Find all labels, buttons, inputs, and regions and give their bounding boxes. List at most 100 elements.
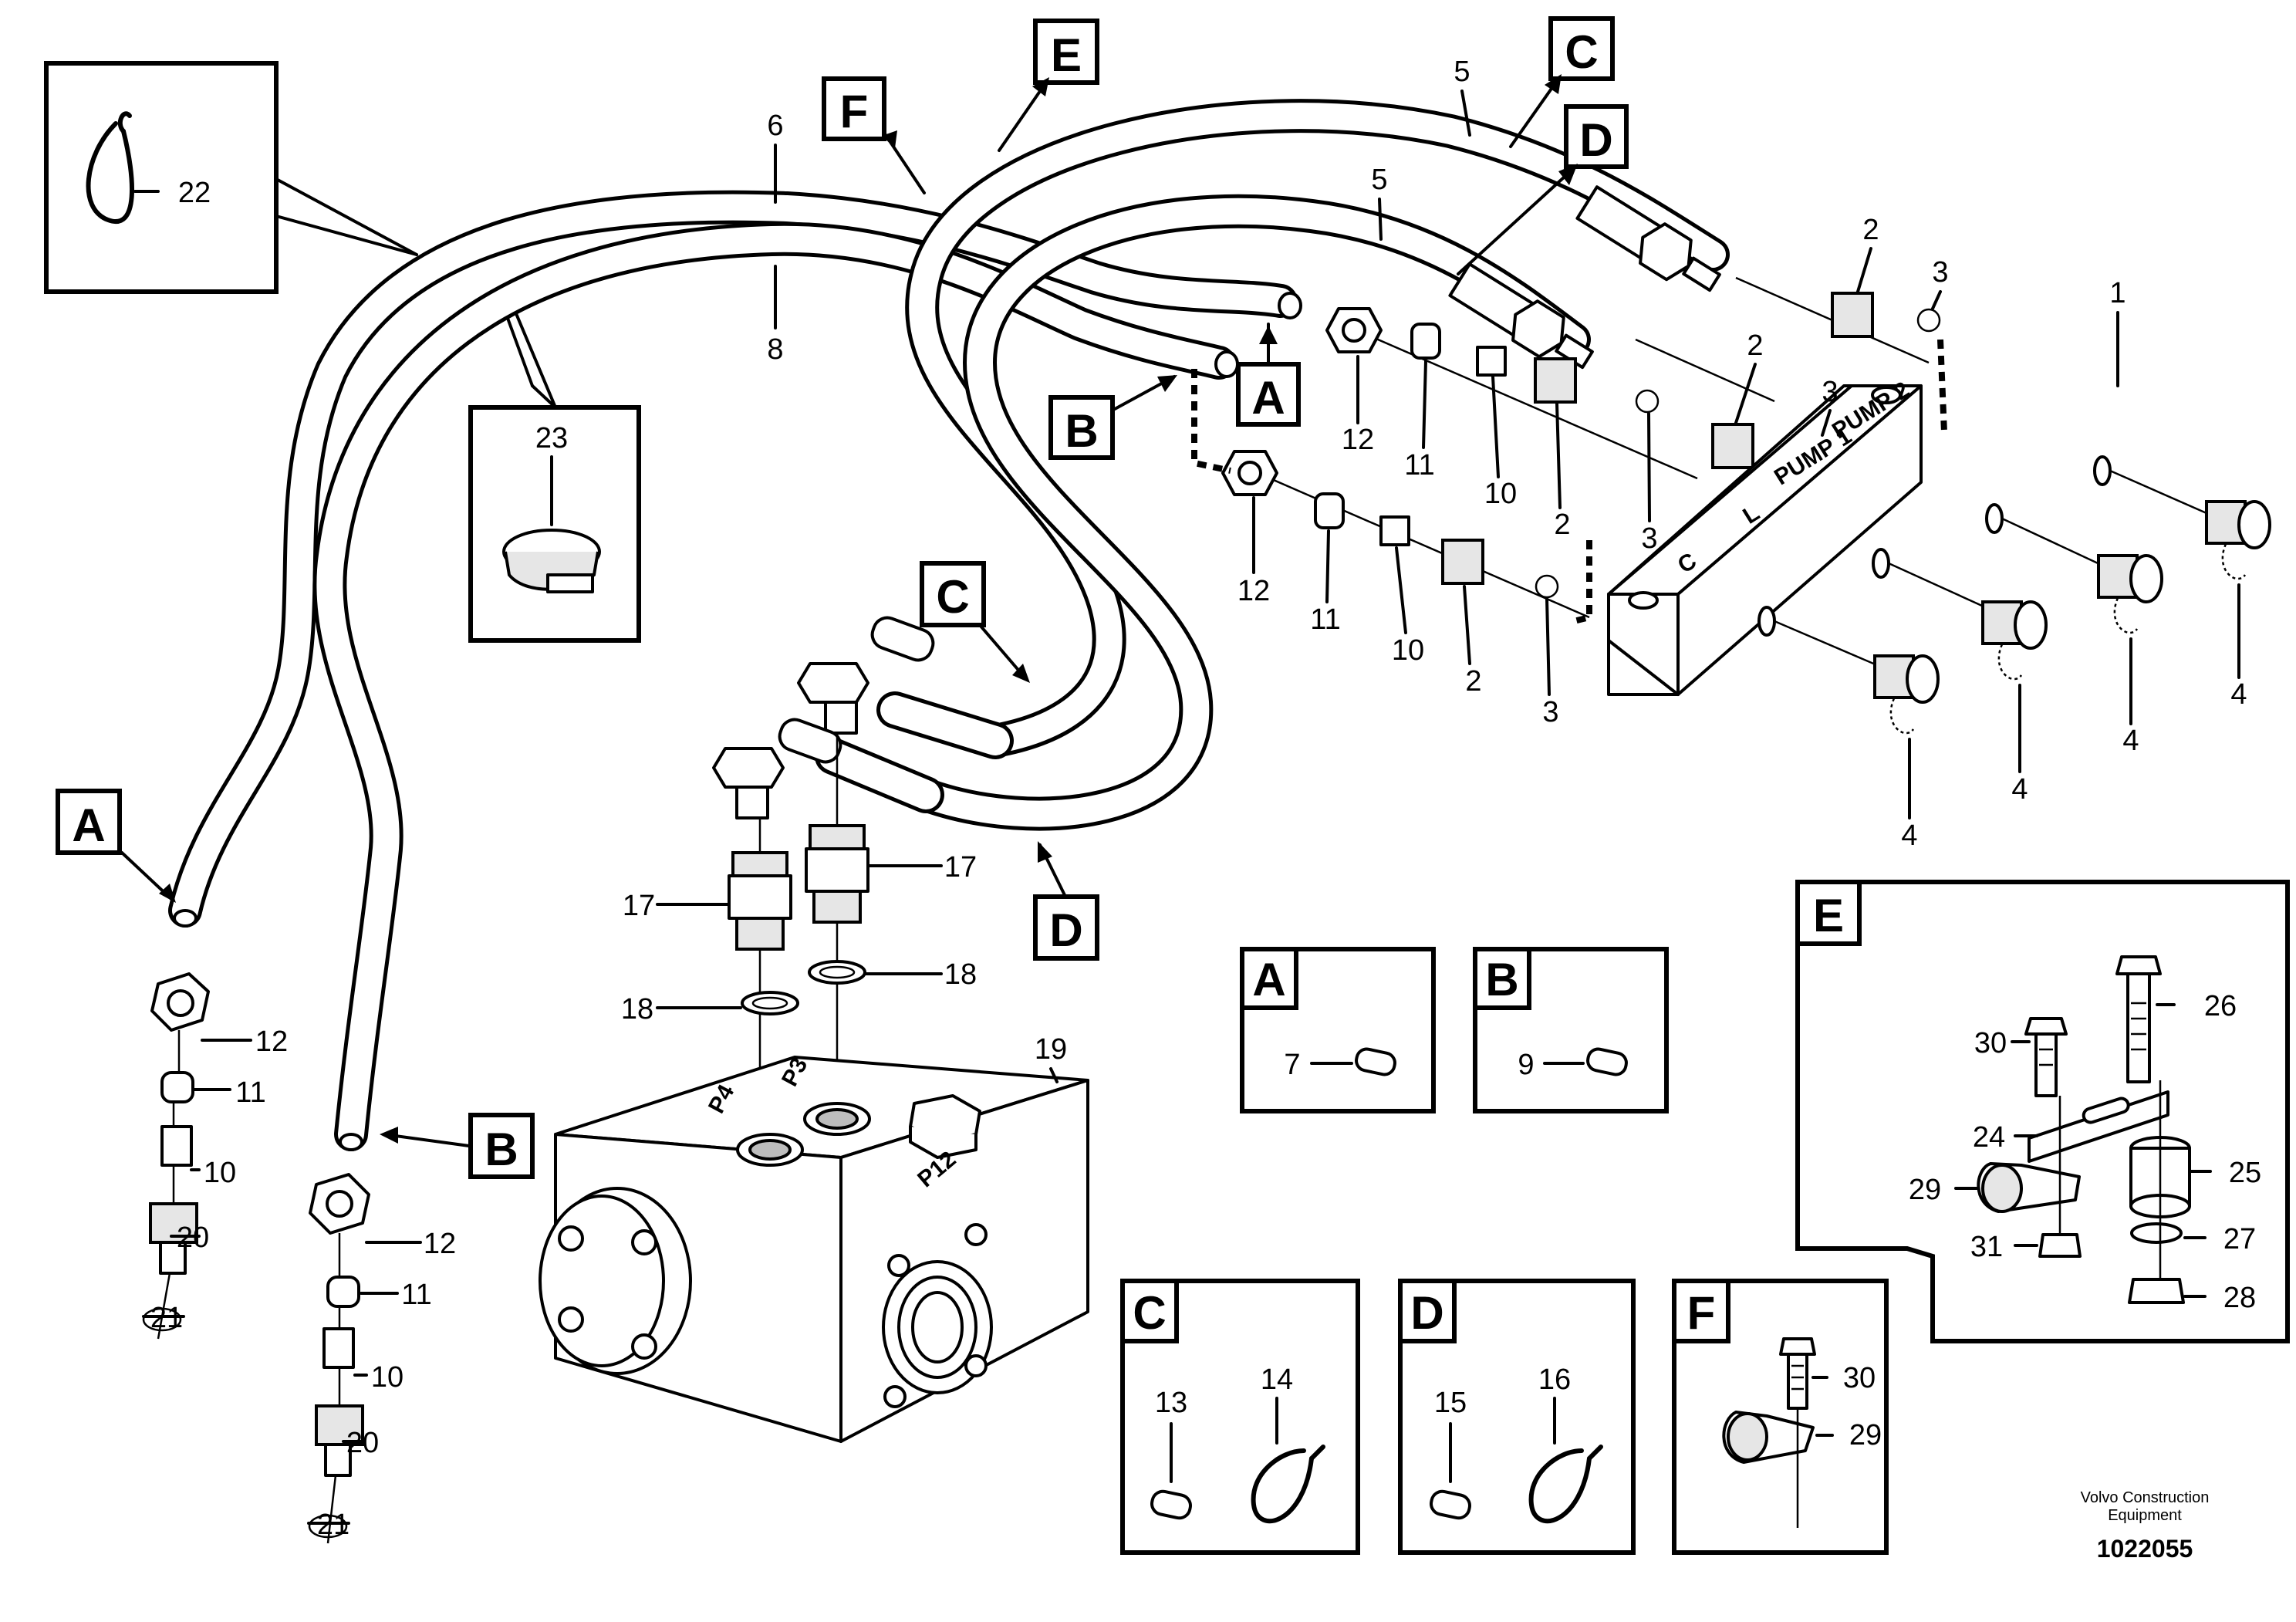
- label-28: 28: [2223, 1282, 2256, 1314]
- label-5-lower: 5: [1371, 164, 1387, 196]
- part-labels: 6 8 5 5 2 3 2 3 1 12 11 10 2 3 12 11: [142, 56, 2247, 1541]
- label-15: 15: [1434, 1387, 1467, 1419]
- test-coupling-4b: [1888, 562, 2048, 681]
- label-4-a: 4: [1901, 819, 1917, 852]
- label-11-row2: 11: [1310, 603, 1340, 636]
- callout-c-top: [1548, 16, 1615, 81]
- callout-c-middle-letter: C: [936, 571, 969, 623]
- inset-e: E 26 30 24 25 29 27: [1795, 880, 2290, 1343]
- callout-d-middle-letter: D: [1049, 904, 1082, 956]
- callout-c-middle: [920, 561, 986, 627]
- callout-d-top-letter: D: [1579, 114, 1612, 166]
- test-coupling-4a: [1774, 620, 1940, 735]
- label-2-row4: 2: [1862, 214, 1879, 246]
- credit-line2: Equipment: [2108, 1507, 2182, 1524]
- inset-a-letter: A: [1252, 954, 1285, 1005]
- label-27: 27: [2223, 1223, 2256, 1255]
- inset-c-letter: C: [1133, 1287, 1166, 1339]
- callout-f: [822, 76, 886, 141]
- label-11-left-b: 11: [401, 1279, 431, 1311]
- callout-d-top: [1564, 104, 1629, 169]
- label-13: 13: [1155, 1387, 1187, 1419]
- label-6: 6: [767, 110, 783, 142]
- callout-d-middle: [1033, 894, 1099, 961]
- label-18-right: 18: [944, 958, 977, 991]
- inset-22: 22: [44, 61, 418, 294]
- inset-e-letter: E: [1813, 890, 1844, 941]
- test-coupling-4d: [2109, 469, 2271, 580]
- label-29-e: 29: [1909, 1174, 1941, 1206]
- label-26: 26: [2204, 990, 2237, 1022]
- label-7: 7: [1284, 1049, 1300, 1081]
- label-3-row1: 3: [1641, 522, 1657, 555]
- callout-e-letter: E: [1051, 29, 1082, 81]
- inset-b-letter: B: [1485, 954, 1518, 1005]
- label-17-right: 17: [944, 851, 977, 884]
- label-30-e: 30: [1974, 1027, 2007, 1059]
- valve-block-19: P4 P3 P12: [539, 1053, 1089, 1443]
- credit-block: Volvo Construction Equipment 1022055: [2081, 1489, 2210, 1563]
- callout-b-left: [468, 1113, 535, 1179]
- label-22: 22: [178, 177, 211, 209]
- label-11-left-a: 11: [235, 1076, 265, 1109]
- label-17-left: 17: [623, 890, 655, 922]
- inset-f-letter: F: [1687, 1287, 1716, 1339]
- inset-c: C 13 14: [1120, 1279, 1360, 1555]
- label-4-c: 4: [2122, 725, 2139, 757]
- upper-fittings: [1191, 276, 1947, 624]
- callout-a-upper: [1236, 362, 1301, 427]
- callout-b-upper: [1048, 395, 1115, 460]
- left-fittings-b: [308, 1133, 370, 1544]
- label-19: 19: [1035, 1033, 1067, 1066]
- inset-b: B 9: [1473, 947, 1669, 1113]
- inset-d: D 15 16: [1398, 1279, 1636, 1555]
- label-2-row3: 2: [1747, 329, 1763, 362]
- label-24: 24: [1973, 1121, 2005, 1154]
- test-coupling-4c: [2001, 517, 2163, 634]
- doc-number: 1022055: [2097, 1535, 2193, 1563]
- label-12-left-a: 12: [255, 1026, 288, 1058]
- label-1: 1: [2109, 277, 2125, 309]
- label-2-row1: 2: [1554, 509, 1570, 541]
- inset-f: F 30 29: [1672, 1279, 1889, 1555]
- hose-assembly: [168, 99, 1730, 1151]
- label-3-row2: 3: [1542, 696, 1558, 728]
- label-3-row4: 3: [1932, 256, 1948, 289]
- callout-f-letter: F: [840, 86, 869, 137]
- label-30-f: 30: [1843, 1362, 1876, 1394]
- callout-a-left-letter: A: [72, 799, 105, 851]
- label-2-row2: 2: [1465, 665, 1481, 698]
- label-31: 31: [1970, 1231, 2003, 1263]
- inset-23-frame: [468, 405, 641, 643]
- callout-a-upper-letter: A: [1251, 372, 1285, 424]
- label-29-f: 29: [1849, 1419, 1882, 1451]
- credit-line1: Volvo Construction: [2081, 1489, 2210, 1506]
- label-10-left-a: 10: [204, 1157, 236, 1189]
- label-4-b: 4: [2011, 773, 2028, 806]
- label-12-left-b: 12: [424, 1228, 456, 1260]
- callout-c-top-letter: C: [1565, 26, 1598, 78]
- label-10-row2: 10: [1392, 634, 1424, 667]
- inset-23: 23: [468, 296, 641, 643]
- callout-e: [1033, 19, 1099, 85]
- label-11-row1: 11: [1404, 449, 1434, 482]
- label-18-left: 18: [621, 993, 653, 1026]
- label-23: 23: [535, 422, 568, 454]
- label-16: 16: [1538, 1363, 1571, 1396]
- inset-e-frame: [1795, 880, 2290, 1343]
- callout-a-left: [56, 789, 122, 855]
- inset-22-frame: [44, 61, 279, 294]
- label-10-row1: 10: [1484, 478, 1517, 510]
- elbow-c: [797, 616, 1014, 759]
- manifold-block: C L PUMP 1 PUMP 2: [1607, 377, 2271, 735]
- inset-d-letter: D: [1410, 1287, 1443, 1339]
- label-25: 25: [2229, 1157, 2261, 1189]
- label-14: 14: [1261, 1363, 1293, 1396]
- elbow-d: [712, 718, 944, 819]
- label-12-row2: 12: [1237, 575, 1270, 607]
- left-fittings-a: [142, 909, 210, 1340]
- label-4-d: 4: [2230, 678, 2247, 711]
- callout-b-left-letter: B: [485, 1124, 518, 1175]
